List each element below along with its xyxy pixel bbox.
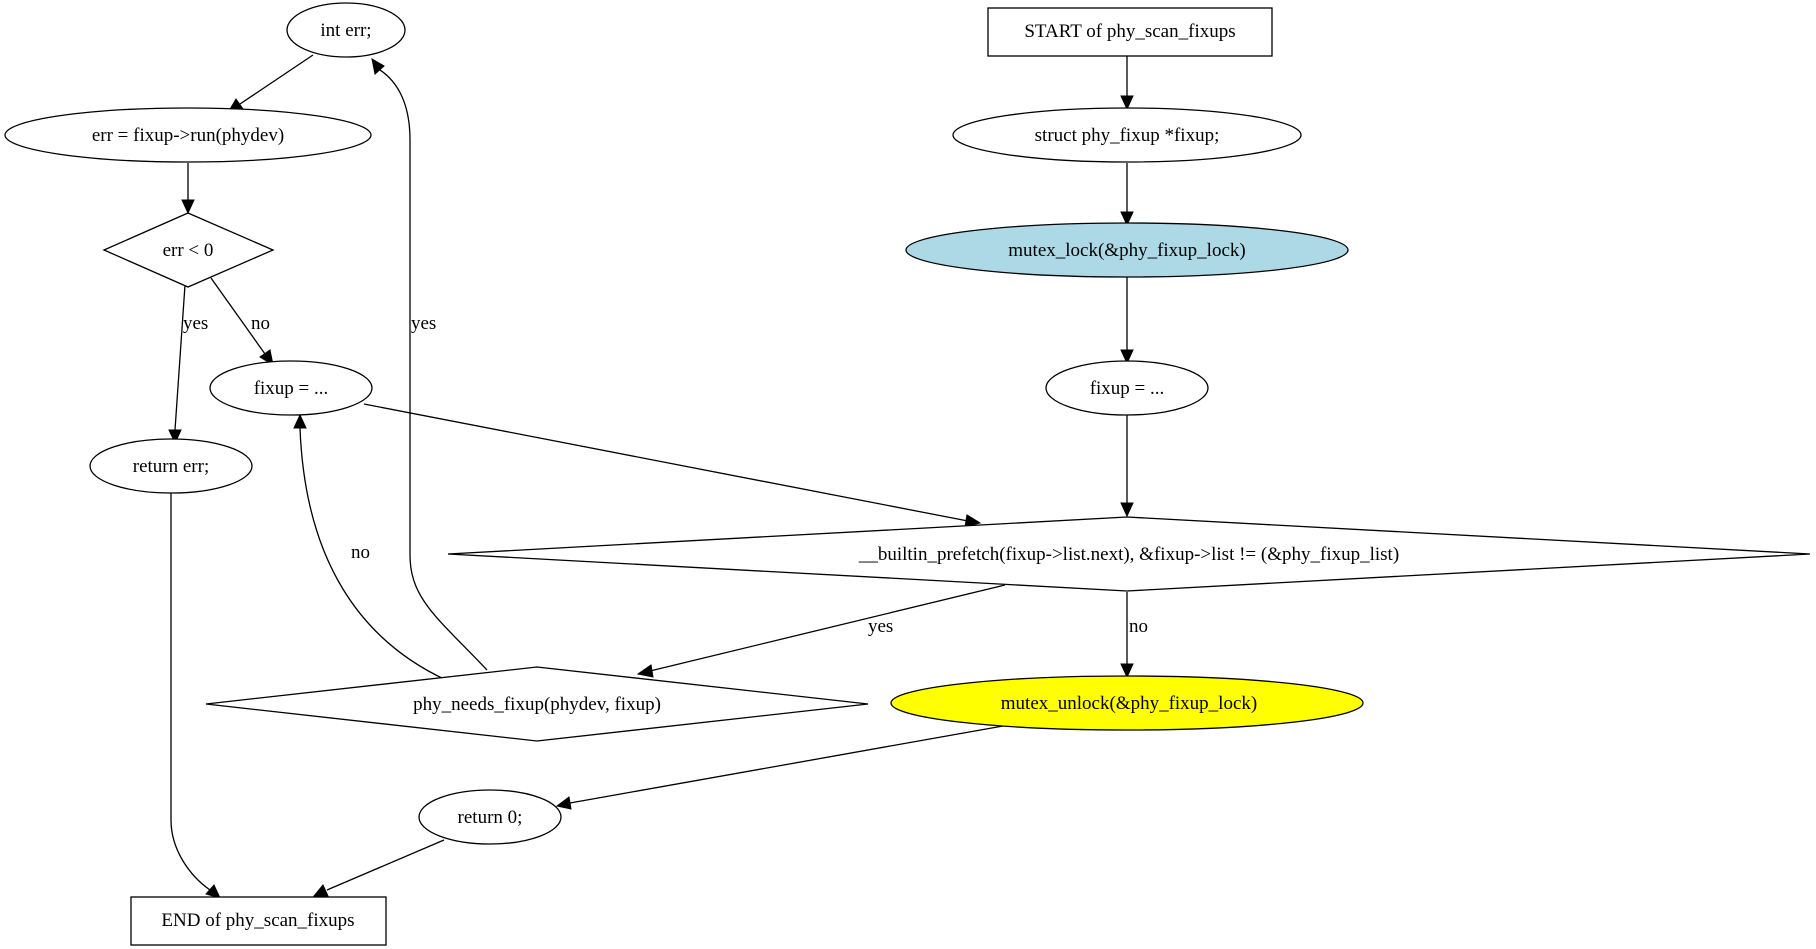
end-node-label: END of phy_scan_fixups xyxy=(161,910,354,931)
edge-label-err-yes: yes xyxy=(183,313,208,334)
edge-loop-yes xyxy=(649,584,1006,672)
arrowhead xyxy=(371,58,385,75)
err-assign-node: err = fixup->run(phydev) xyxy=(4,107,372,163)
mutex-unlock-node: mutex_unlock(&phy_fixup_lock) xyxy=(890,675,1364,731)
edge-check-yes xyxy=(174,284,186,431)
loop-condition-node: __builtin_prefetch(fixup->list.next), &f… xyxy=(447,516,1811,592)
start-node: START of phy_scan_fixups xyxy=(987,7,1273,57)
edge-unlock-to-return0 xyxy=(569,725,1004,804)
err-check-label: err < 0 xyxy=(163,240,214,261)
int-err-label: int err; xyxy=(320,20,371,41)
arrowhead xyxy=(312,884,329,897)
edge-return0-to-end xyxy=(326,839,445,891)
int-err-node: int err; xyxy=(286,2,406,58)
arrowhead xyxy=(1120,211,1134,227)
mutex-unlock-label: mutex_unlock(&phy_fixup_lock) xyxy=(1001,693,1257,714)
edges xyxy=(168,54,1134,899)
arrowhead xyxy=(293,413,307,429)
fixup-init-node: fixup = ... xyxy=(1045,360,1209,416)
needs-fixup-node: phy_needs_fixup(phydev, fixup) xyxy=(205,666,869,742)
arrowhead xyxy=(205,884,221,899)
edge-label-needs-no: no xyxy=(351,542,370,563)
return-err-node: return err; xyxy=(89,438,253,494)
end-node: END of phy_scan_fixups xyxy=(130,896,387,946)
arrowhead xyxy=(1120,95,1134,111)
edge-label-err-no: no xyxy=(251,313,270,334)
fixup-decl-node: struct phy_fixup *fixup; xyxy=(952,107,1302,163)
arrowhead xyxy=(1120,502,1134,518)
arrowhead xyxy=(168,429,182,445)
fixup-init-label: fixup = ... xyxy=(1090,378,1165,399)
fixup-next-label: fixup = ... xyxy=(254,378,329,399)
err-check-node: err < 0 xyxy=(102,212,275,288)
mutex-lock-node: mutex_lock(&phy_fixup_lock) xyxy=(905,222,1349,278)
fixup-decl-label: struct phy_fixup *fixup; xyxy=(1035,125,1220,146)
arrowhead xyxy=(1120,663,1134,679)
edge-returnerr-to-end xyxy=(170,493,211,891)
edge-needs-no xyxy=(299,427,447,681)
edge-needs-yes xyxy=(379,69,488,671)
nodes: START of phy_scan_fixups struct phy_fixu… xyxy=(4,2,1811,946)
return-err-label: return err; xyxy=(133,456,209,477)
loop-condition-label: __builtin_prefetch(fixup->list.next), &f… xyxy=(858,544,1399,565)
fixup-next-node: fixup = ... xyxy=(209,360,373,416)
return-zero-node: return 0; xyxy=(418,789,562,845)
mutex-lock-label: mutex_lock(&phy_fixup_lock) xyxy=(1008,240,1245,261)
needs-fixup-label: phy_needs_fixup(phydev, fixup) xyxy=(413,694,661,715)
edge-fixup-next-to-loop xyxy=(363,403,969,522)
return-zero-label: return 0; xyxy=(458,807,523,828)
arrowhead xyxy=(181,199,195,215)
edge-check-no xyxy=(210,277,266,355)
arrowhead xyxy=(636,664,654,678)
err-assign-label: err = fixup->run(phydev) xyxy=(92,125,284,146)
edge-interr-to-assign xyxy=(239,54,314,105)
edge-label-loop-yes: yes xyxy=(868,616,893,637)
arrowhead xyxy=(555,796,572,810)
arrowhead xyxy=(1120,349,1134,365)
start-node-label: START of phy_scan_fixups xyxy=(1024,21,1235,42)
edge-label-needs-yes: yes xyxy=(411,313,436,334)
edge-labels: yes no yes no yes no xyxy=(183,313,1148,637)
edge-label-loop-no: no xyxy=(1129,616,1148,637)
